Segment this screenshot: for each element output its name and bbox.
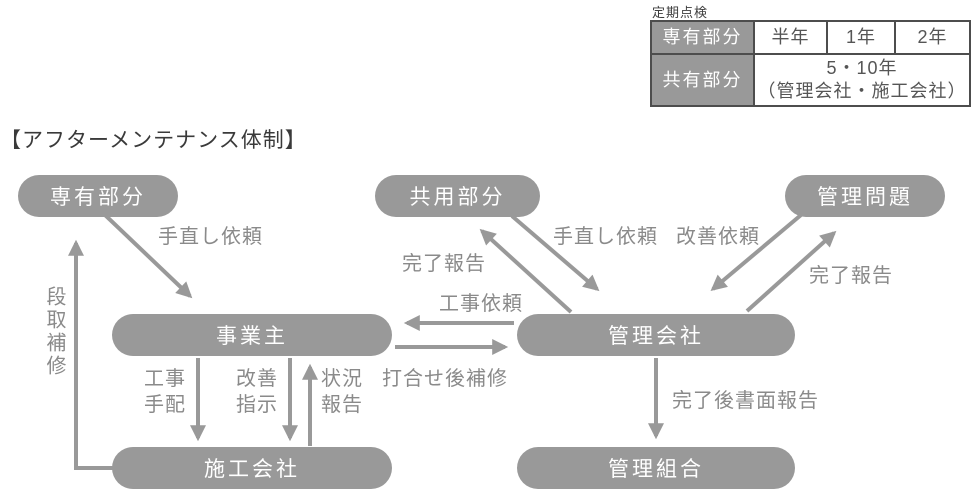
label-kaizen-irai: 改善依頼 <box>676 226 760 248</box>
arrow-kanryo-hokoku-left <box>479 228 573 314</box>
node-senyu-bubun: 専有部分 <box>18 175 178 217</box>
label-jokyo-hokoku: 状況 報告 <box>321 368 363 416</box>
inspection-table: 専有部分 半年 1年 2年 共有部分 5・10年 （管理会社・施工会社） <box>650 20 971 107</box>
node-kanri-gaisha: 管理会社 <box>517 314 795 356</box>
label-tenaoshi-irai-left: 手直し依頼 <box>158 226 263 248</box>
arrow-tenaoshi-irai-mid <box>510 214 600 292</box>
label-koji-tehai: 工事 手配 <box>144 368 186 416</box>
label-koji-irai: 工事依頼 <box>439 293 523 315</box>
table-header-common-area: 共有部分 <box>650 53 755 107</box>
table-cell-half-year: 半年 <box>753 20 828 55</box>
node-kanri-kumiai: 管理組合 <box>517 447 795 489</box>
table-cell-five-ten-year: 5・10年 （管理会社・施工会社） <box>753 53 971 107</box>
label-dandori-hoshu: 段取補修 <box>43 286 65 378</box>
arrow-kaizen-irai <box>710 213 803 292</box>
label-kanryo-go-shomen-hokoku: 完了後書面報告 <box>672 390 819 412</box>
node-seko-gaisha: 施工会社 <box>112 447 392 489</box>
label-kanryo-hokoku-right: 完了報告 <box>809 265 893 287</box>
diagram-title: 【アフターメンテナンス体制】 <box>0 128 307 152</box>
table-row-private: 専有部分 半年 1年 2年 <box>650 20 971 55</box>
node-kyoyo-bubun: 共用部分 <box>375 175 540 217</box>
table-cell-two-year: 2年 <box>894 20 971 55</box>
inspection-table-caption: 定期点検 <box>652 5 709 20</box>
table-cell-one-year: 1年 <box>826 20 896 55</box>
label-kaizen-shiji: 改善 指示 <box>236 368 278 416</box>
table-header-private-area: 専有部分 <box>650 20 755 55</box>
node-jigyonushi: 事業主 <box>112 314 392 356</box>
table-row-common: 共有部分 5・10年 （管理会社・施工会社） <box>650 53 971 107</box>
label-uchiawase-go-hoshu: 打合せ後補修 <box>382 368 508 390</box>
node-kanri-mondai: 管理問題 <box>785 175 945 217</box>
label-tenaoshi-irai-mid: 手直し依頼 <box>553 226 658 248</box>
label-kanryo-hokoku-left: 完了報告 <box>402 253 486 275</box>
arrow-kanryo-hokoku-right <box>745 230 837 313</box>
arrow-dandori-hoshu <box>68 239 113 470</box>
arrow-tenaoshi-irai-left <box>102 212 193 299</box>
